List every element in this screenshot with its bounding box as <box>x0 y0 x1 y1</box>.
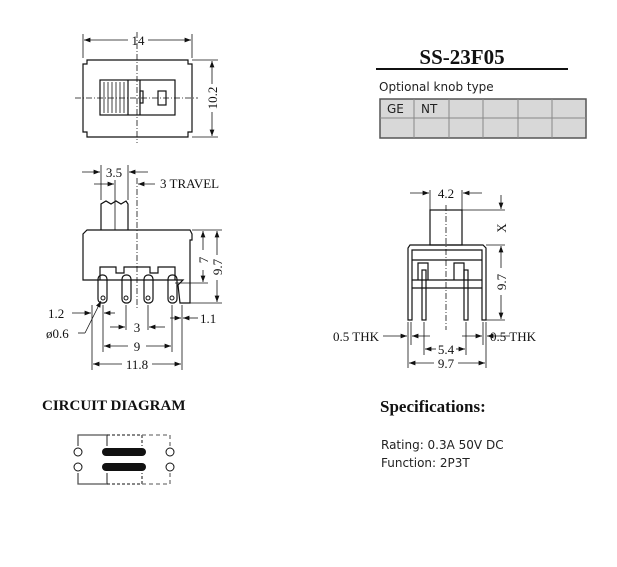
knob-table: GE NT <box>379 98 587 139</box>
top-view: 14 10.2 <box>75 32 220 143</box>
spec-rating: Rating: 0.3A 50V DC <box>381 438 504 452</box>
dim-d1: 1.2 <box>48 306 64 321</box>
knob-option-nt: NT <box>421 102 438 116</box>
dim-hole: ø0.6 <box>46 326 69 341</box>
circuit-title: CIRCUIT DIAGRAM <box>42 398 185 414</box>
spec-function: Function: 2P3T <box>381 456 470 470</box>
model-title: SS-23F05 <box>419 45 504 69</box>
travel-label: 3 TRAVEL <box>160 176 219 191</box>
dim-end-width: 9.7 <box>438 356 455 371</box>
dim-thk-left: 0.5 THK <box>333 329 380 344</box>
dim-width: 14 <box>132 33 146 48</box>
dim-overall: 11.8 <box>126 357 148 372</box>
end-view: 4.2 X 9.7 0.5 THK 0.5 THK 5.4 9.7 <box>333 186 537 371</box>
dim-h2: 9.7 <box>210 258 225 275</box>
dim-pin-span: 5.4 <box>438 342 455 357</box>
dim-thk-right: 0.5 THK <box>490 329 537 344</box>
dim-knob-width: 3.5 <box>106 165 122 180</box>
dim-d2: 1.1 <box>200 311 216 326</box>
dim-h1: 7 <box>196 256 211 263</box>
knob-caption: Optional knob type <box>379 80 494 94</box>
specs-title: Specifications: <box>380 397 486 416</box>
dim-end-height: 9.7 <box>494 273 509 290</box>
side-view: 3.5 3 TRAVEL 7 9.7 1.2 ø0.6 3 9 11.8 1.1 <box>46 165 225 372</box>
circuit-diagram <box>73 434 175 485</box>
dim-end-knob: 4.2 <box>438 186 454 201</box>
dim-height: 10.2 <box>205 87 220 110</box>
dim-x: X <box>494 223 509 233</box>
dim-span: 9 <box>134 339 141 354</box>
knob-option-ge: GE <box>387 102 404 116</box>
dim-pitch: 3 <box>134 320 141 335</box>
